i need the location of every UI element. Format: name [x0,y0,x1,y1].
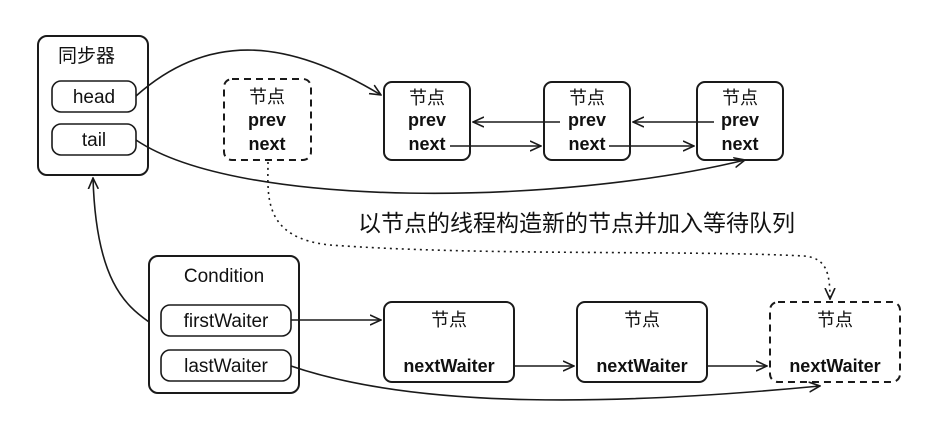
node-prev-label: prev [568,110,606,130]
node-title: 节点 [817,310,853,331]
head-label: head [73,87,115,108]
tail-to-last-node-arrow [135,139,745,195]
node-title: 节点 [722,88,758,109]
condition-title: Condition [184,266,264,287]
node-prev-label: prev [721,110,759,130]
tail-label: tail [82,130,106,151]
node-next-waiter-label: nextWaiter [789,356,880,376]
wait-node-1: 节点 nextWaiter [383,301,515,383]
node-prev-label: prev [408,110,446,130]
first-waiter-label: firstWaiter [184,311,269,332]
node-title: 节点 [249,87,285,108]
caption: 以节点的线程构造新的节点并加入等待队列 [358,211,795,237]
node-prev-label: prev [248,110,286,130]
wait-node-2: 节点 nextWaiter [576,301,708,383]
sync-node-2: 节点 prev next [543,81,631,161]
condition-to-sync-arrow [93,178,150,323]
synchronizer-box: 同步器 head tail [37,35,149,176]
node-title: 节点 [624,310,660,331]
node-next-label: next [248,134,285,154]
node-next-label: next [408,134,445,154]
new-sync-node: 节点 prev next [223,78,312,161]
last-waiter-label: lastWaiter [184,356,268,377]
node-title: 节点 [569,88,605,109]
node-next-waiter-label: nextWaiter [403,356,494,376]
node-title: 节点 [431,310,467,331]
construct-node-dotted-arrow [267,161,830,299]
node-next-label: next [721,134,758,154]
node-next-waiter-label: nextWaiter [596,356,687,376]
head-to-node-arrow [135,49,381,97]
last-waiter-arrow [290,365,820,401]
node-title: 节点 [409,88,445,109]
sync-node-3: 节点 prev next [696,81,784,161]
condition-box: Condition firstWaiter lastWaiter [148,255,300,394]
synchronizer-title: 同步器 [58,45,115,67]
node-next-label: next [568,134,605,154]
tail-field [51,123,137,156]
sync-node-1: 节点 prev next [383,81,471,161]
last-waiter-field [160,349,292,382]
wait-node-new: 节点 nextWaiter [769,301,901,383]
head-field [51,80,137,113]
